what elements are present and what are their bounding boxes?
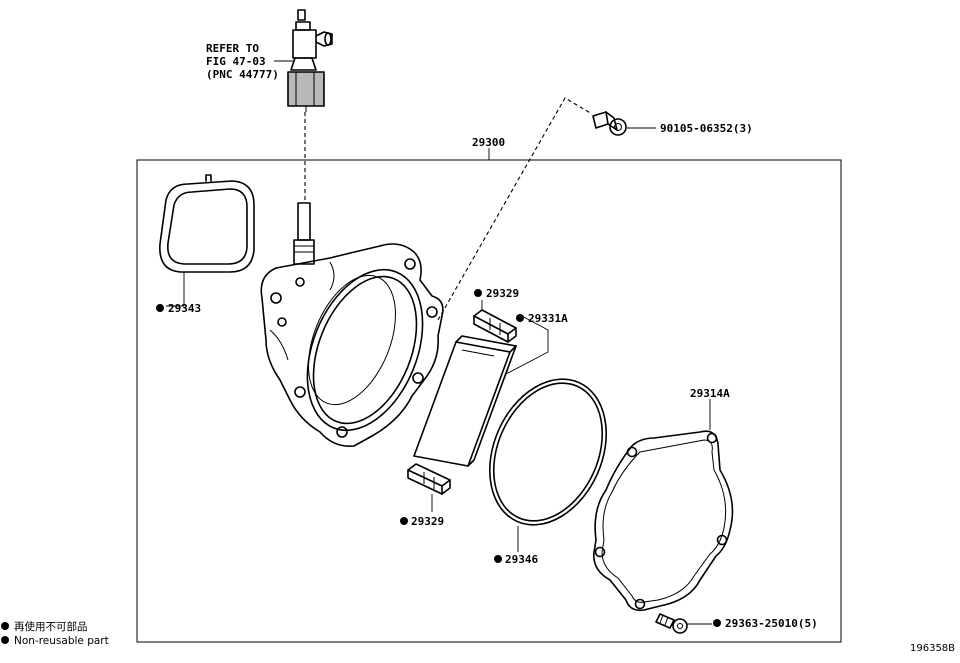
diagram-code: 196358B (910, 643, 955, 654)
filter-element-part (413, 335, 517, 467)
screw-bottom-part (655, 613, 688, 634)
clip-bottom-label: 29329 (411, 515, 444, 528)
nonreusable-dot (400, 517, 408, 525)
refer-line-1: REFER TO (206, 42, 259, 55)
cover-plate-part (593, 430, 734, 612)
gasket-left-part (159, 174, 255, 273)
nonreusable-dot (156, 304, 164, 312)
filter-label: 29331A (528, 312, 568, 325)
screw-bottom-label: 29363-25010(5) (725, 617, 818, 630)
pressure-sensor-part (287, 9, 333, 112)
nonreusable-dot (516, 314, 524, 322)
legend-dot (1, 636, 9, 644)
o-ring-part (488, 378, 608, 526)
legend-dot (1, 622, 9, 630)
assembly-number: 29300 (472, 136, 505, 149)
cover-label: 29314A (690, 387, 730, 400)
legend-en: Non-reusable part (14, 635, 109, 647)
filter-housing-part (260, 202, 444, 448)
refer-line-3: (PNC 44777) (206, 68, 279, 81)
clip-top-part (473, 309, 517, 343)
nonreusable-dot (474, 289, 482, 297)
bolt-top-part (592, 111, 627, 136)
legend-jp: 再使用不可部品 (14, 620, 88, 633)
nonreusable-dot (494, 555, 502, 563)
nonreusable-dot (713, 619, 721, 627)
gasket-left-label: 29343 (168, 302, 201, 315)
clip-bottom-part (407, 463, 451, 495)
assembly-frame (136, 159, 842, 643)
refer-line-2: FIG 47-03 (206, 55, 266, 68)
o-ring-label: 29346 (505, 553, 538, 566)
clip-top-label: 29329 (486, 287, 519, 300)
bolt-top-label: 90105-06352(3) (660, 122, 753, 135)
